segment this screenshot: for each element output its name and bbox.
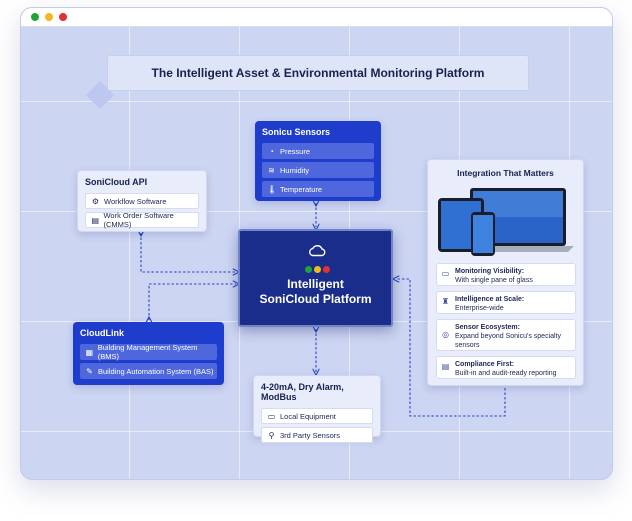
diagram-title: The Intelligent Asset & Environmental Mo… (151, 66, 485, 80)
status-dot-green (305, 266, 312, 273)
antenna-icon: ⚲ (268, 430, 275, 440)
building-icon: ▦ (85, 347, 94, 357)
diagram-title-banner: The Intelligent Asset & Environmental Mo… (107, 55, 529, 91)
protocols-card: 4-20mA, Dry Alarm, ModBus ▭ Local Equipm… (253, 375, 381, 443)
ecosystem-icon: ◎ (442, 330, 449, 339)
gauge-icon: ◔ (269, 146, 274, 156)
integration-item-heading: Monitoring Visibility: (455, 268, 525, 275)
integration-item-text: Built-in and audit-ready reporting (455, 370, 557, 377)
api-item-cmms: ▤ Work Order Software (CMMS) (85, 211, 199, 229)
integration-item-compliance: ▤ Compliance First: Built-in and audit-r… (436, 356, 576, 379)
protocols-item-label: 3rd Party Sensors (280, 430, 341, 440)
cloud-icon (309, 245, 326, 257)
monitor-icon: ▭ (441, 269, 450, 278)
api-item-label: Work Order Software (CMMS) (103, 211, 174, 229)
sensor-item-label: Humidity (280, 165, 310, 175)
sensors-title: Sonicu Sensors (262, 127, 331, 137)
workflow-icon: ⚙ (91, 196, 100, 206)
work-order-icon: ▤ (91, 215, 100, 225)
protocols-item-third-party: ⚲ 3rd Party Sensors (261, 427, 373, 443)
thermometer-icon: 🌡 (267, 184, 278, 194)
sensors-card: Sonicu Sensors ◔ Pressure ≋ Humidity 🌡 T… (255, 121, 381, 201)
cloudlink-item-label: Building Automation System (BAS) (98, 366, 214, 376)
title-bar (21, 8, 612, 27)
scale-icon: ♜ (441, 297, 450, 306)
cloudlink-title: CloudLink (80, 328, 124, 338)
platform-hub: Intelligent SoniCloud Platform (238, 229, 393, 327)
cloudlink-item-label: Building Management System (BMS) (97, 343, 198, 361)
integration-item-heading: Compliance First: (455, 361, 515, 368)
integration-item-scale: ♜ Intelligence at Scale: Enterprise-wide (436, 291, 576, 314)
integration-item-text: With single pane of glass (455, 277, 533, 284)
minimize-window-dot[interactable] (45, 13, 53, 21)
status-dot-red (323, 266, 330, 273)
platform-title-line1: Intelligent (287, 277, 344, 291)
protocols-item-equipment: ▭ Local Equipment (261, 408, 373, 424)
cloudlink-card: CloudLink ▦ Building Management System (… (73, 322, 224, 385)
sensor-item-humidity: ≋ Humidity (262, 162, 374, 178)
humidity-icon: ≋ (268, 165, 275, 175)
integration-item-heading: Intelligence at Scale: (455, 296, 525, 303)
platform-title-line2: SoniCloud Platform (259, 292, 372, 306)
cloudlink-item-bms: ▦ Building Management System (BMS) (80, 343, 217, 361)
api-item-label: Workflow Software (104, 196, 167, 206)
sensor-item-pressure: ◔ Pressure (262, 143, 374, 159)
sensor-item-label: Temperature (280, 184, 323, 194)
sensor-item-temperature: 🌡 Temperature (262, 181, 374, 197)
integration-card: Integration That Matters ▭ Monitoring Vi… (427, 159, 584, 386)
compliance-icon: ▤ (441, 362, 450, 371)
cloudlink-item-bas: ✎ Building Automation System (BAS) (80, 363, 217, 379)
sensor-item-label: Pressure (280, 146, 311, 156)
devices-illustration (438, 188, 574, 256)
integration-item-heading: Sensor Ecosystem: (455, 324, 520, 331)
maximize-window-dot[interactable] (59, 13, 67, 21)
protocols-item-label: Local Equipment (280, 411, 336, 421)
status-dot-yellow (314, 266, 321, 273)
integration-item-text: Enterprise-wide (455, 305, 504, 312)
platform-title: Intelligent SoniCloud Platform (240, 277, 391, 307)
api-item-workflow: ⚙ Workflow Software (85, 193, 199, 209)
integration-title: Integration That Matters (457, 168, 554, 178)
api-title: SoniCloud API (85, 177, 148, 187)
integration-item-ecosystem: ◎ Sensor Ecosystem: Expand beyond Sonicu… (436, 319, 576, 351)
protocols-title: 4-20mA, Dry Alarm, ModBus (261, 382, 344, 402)
integration-item-text: Expand beyond Sonicu's specialty sensors (455, 333, 562, 349)
equipment-icon: ▭ (267, 411, 276, 421)
close-window-dot[interactable] (31, 13, 39, 21)
automation-icon: ✎ (86, 366, 93, 376)
api-card: SoniCloud API ⚙ Workflow Software ▤ Work… (77, 170, 207, 232)
integration-item-visibility: ▭ Monitoring Visibility: With single pan… (436, 263, 576, 286)
